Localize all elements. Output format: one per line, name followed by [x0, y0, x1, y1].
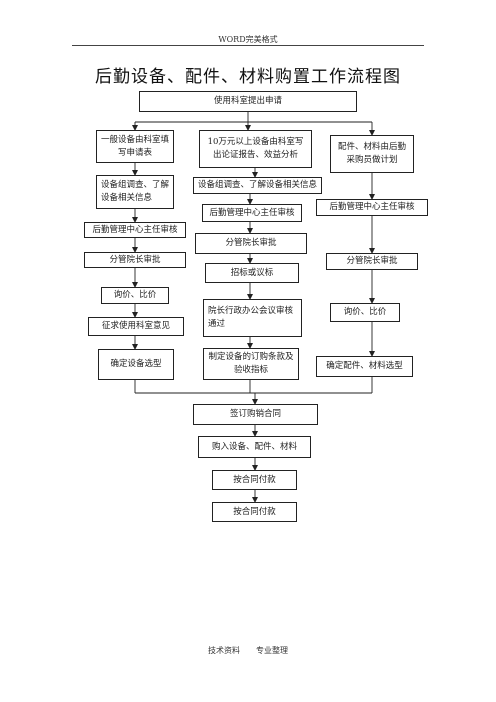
col2-research-box: 设备组调查、了解设备相关信息	[193, 177, 322, 194]
col1-fill-form-box: 一般设备由科室填写申请表	[96, 130, 174, 163]
col1-user-opinion-box: 征求使用科室意见	[88, 317, 184, 336]
col2-director-review-box: 后勤管理中心主任审核	[202, 204, 302, 222]
apply-box: 使用科室提出申请	[139, 91, 357, 112]
col1-inquiry-box: 询价、比价	[101, 287, 169, 304]
col1-vp-approval-box: 分管院长审批	[84, 252, 186, 268]
purchase-box: 购入设备、配件、材料	[198, 436, 311, 458]
col3-plan-box: 配件、材料由后勤采购员做计划	[330, 135, 414, 173]
col1-director-review-box: 后勤管理中心主任审核	[84, 222, 186, 238]
header-divider	[72, 45, 424, 46]
col2-meeting-approval-box: 院长行政办公会议审核通过	[203, 299, 302, 337]
page-footer: 技术资料 专业整理	[208, 646, 288, 655]
col1-research-box: 设备组调查、了解设备相关信息	[96, 175, 174, 209]
col2-bidding-box: 招标或议标	[205, 263, 299, 283]
col2-vp-approval-box: 分管院长审批	[195, 233, 307, 254]
col1-model-select-box: 确定设备选型	[98, 349, 174, 380]
page-header: WORD完美格式	[218, 35, 278, 44]
col2-report-box: 10万元以上设备由科室写出论证报告、效益分析	[199, 130, 312, 168]
col3-select-box: 确定配件、材料选型	[316, 356, 413, 377]
col3-inquiry-box: 询价、比价	[330, 303, 400, 322]
page-title: 后勤设备、配件、材料购置工作流程图	[95, 67, 401, 87]
col3-vp-approval-box: 分管院长审批	[326, 253, 418, 270]
pay-per-contract-box-2: 按合同付款	[212, 502, 297, 522]
pay-per-contract-box-1: 按合同付款	[212, 470, 297, 490]
col3-director-review-box: 后勤管理中心主任审核	[316, 199, 428, 216]
contract-box: 签订购销合同	[193, 404, 318, 425]
col2-terms-box: 制定设备的订购条款及验收指标	[203, 348, 299, 380]
